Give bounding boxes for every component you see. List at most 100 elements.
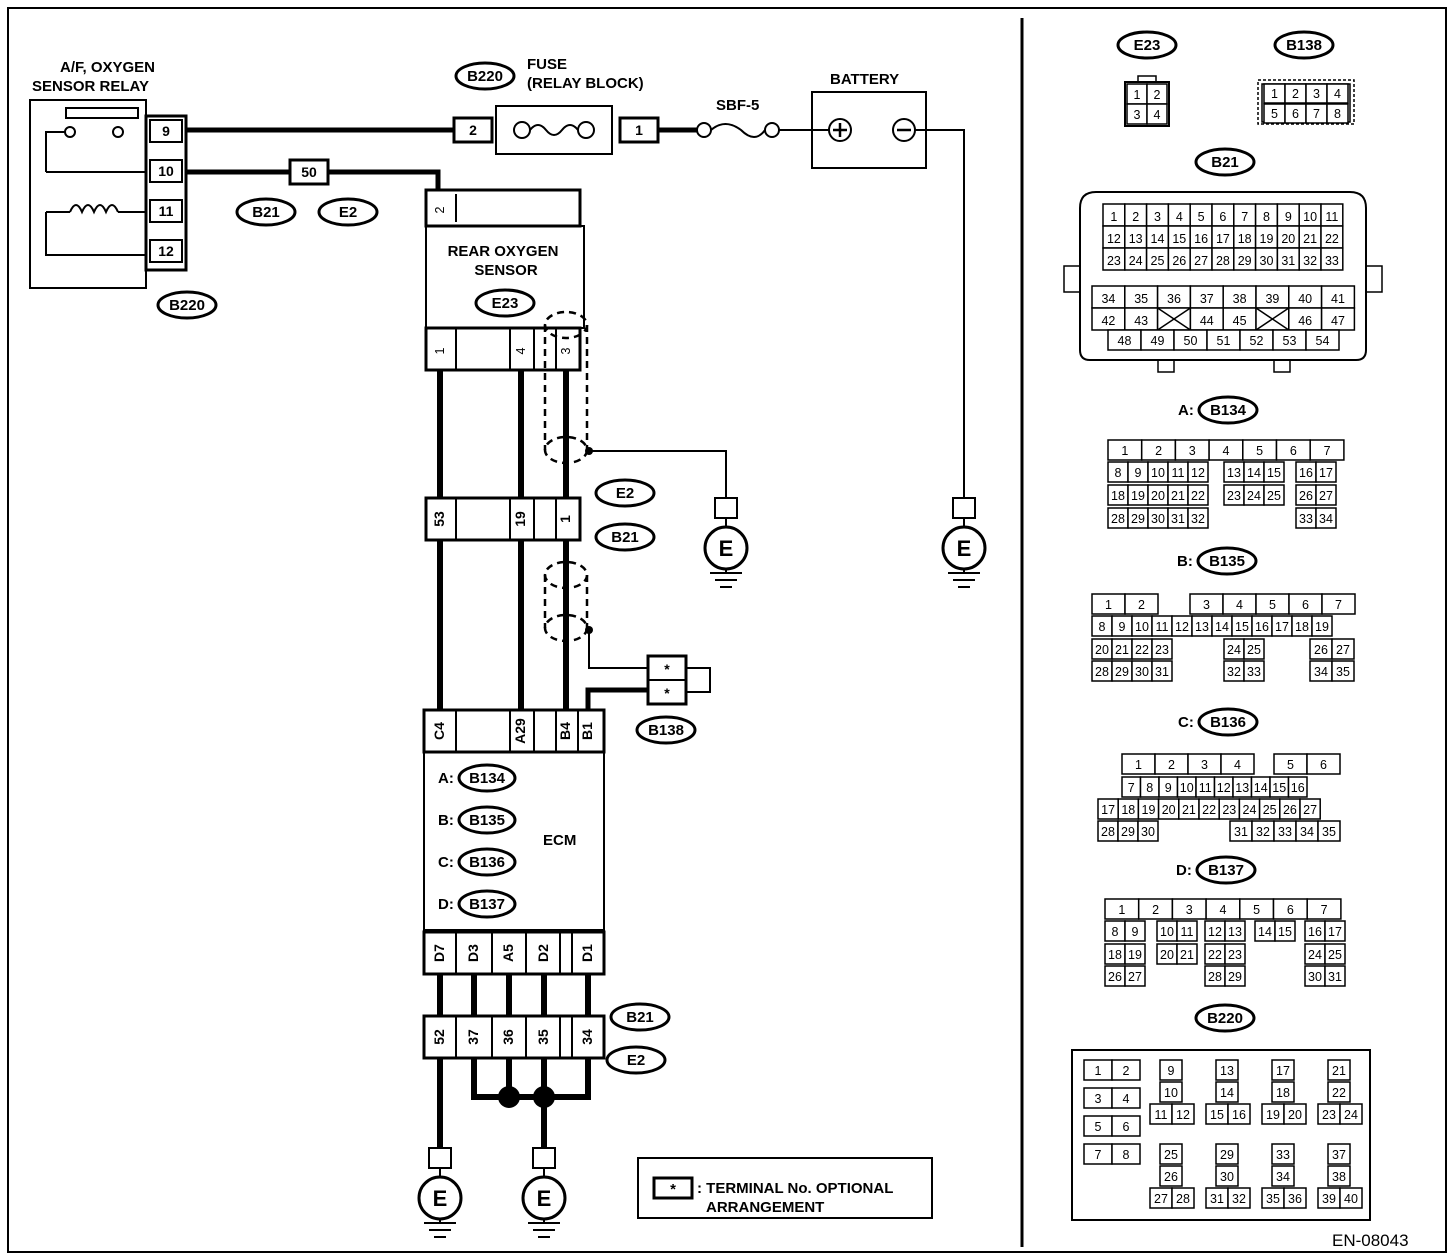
svg-text:15: 15: [1267, 466, 1281, 480]
svg-text:4: 4: [1236, 598, 1243, 612]
joint-mid-b21-oval: [594, 522, 656, 552]
svg-text:54: 54: [1316, 334, 1330, 348]
fuse-title-2: (RELAY BLOCK): [527, 75, 644, 92]
svg-text:2: 2: [1138, 598, 1145, 612]
svg-text:21: 21: [1180, 948, 1194, 962]
svg-text:7: 7: [1321, 903, 1328, 917]
svg-text:26: 26: [1164, 1170, 1178, 1184]
svg-text:26: 26: [1314, 643, 1328, 657]
joint-bottom-b21-label: B21: [626, 1009, 654, 1026]
svg-text:48: 48: [1118, 334, 1132, 348]
relay-terminal-12: [149, 239, 183, 263]
svg-text:12: 12: [1107, 232, 1121, 246]
svg-text:3: 3: [1313, 87, 1320, 101]
svg-text:6: 6: [1292, 107, 1299, 121]
svg-text:28: 28: [1101, 825, 1115, 839]
svg-text:1: 1: [1110, 210, 1117, 224]
svg-text:18: 18: [1108, 948, 1122, 962]
fuse-out-terminal: 1: [635, 122, 643, 138]
svg-text:32: 32: [1256, 825, 1270, 839]
svg-text:10: 10: [1151, 466, 1165, 480]
svg-text:14: 14: [1254, 781, 1268, 795]
svg-text:11: 11: [1325, 210, 1338, 224]
svg-text:40: 40: [1344, 1192, 1358, 1206]
relay-connector-oval: [156, 290, 218, 320]
svg-text:7: 7: [1324, 444, 1331, 458]
svg-text:31: 31: [1281, 254, 1295, 268]
b138-label: B138: [648, 722, 684, 739]
legend-line-1: : TERMINAL No. OPTIONAL: [697, 1180, 893, 1197]
svg-text:16: 16: [1299, 466, 1313, 480]
svg-text:7: 7: [1335, 598, 1342, 612]
svg-text:37: 37: [1332, 1148, 1346, 1162]
svg-text:22: 22: [1202, 803, 1216, 817]
joint-top-e2-oval: [317, 197, 379, 227]
svg-text:5: 5: [1271, 107, 1278, 121]
o2-connector-oval: [474, 288, 536, 318]
ground-52-ground-label: E: [433, 1186, 448, 1211]
svg-text:3: 3: [1095, 1092, 1102, 1106]
relay-terminal-label: 9: [162, 123, 170, 139]
svg-text:29: 29: [1115, 665, 1129, 679]
view-b134-oval: [1197, 395, 1259, 425]
ecm-top-terminal-B1: B1: [579, 722, 595, 740]
svg-text:15: 15: [1210, 1108, 1224, 1122]
e2-shield-ground-label: E: [719, 536, 734, 561]
ecm-bottom-terminal-D3: D3: [465, 944, 481, 962]
svg-text:6: 6: [1219, 210, 1226, 224]
svg-text:23: 23: [1322, 1108, 1336, 1122]
view-b137-oval: [1195, 855, 1257, 885]
svg-text:27: 27: [1319, 489, 1333, 503]
svg-text:22: 22: [1325, 232, 1339, 246]
svg-text:5: 5: [1287, 758, 1294, 772]
svg-text:34: 34: [1101, 292, 1115, 306]
view-b138-oval: [1273, 30, 1335, 60]
svg-text:6: 6: [1320, 758, 1327, 772]
svg-text:4: 4: [1234, 758, 1241, 772]
svg-text:31: 31: [1328, 970, 1342, 984]
svg-text:39: 39: [1265, 292, 1279, 306]
b138-terminal-1: *: [664, 661, 670, 677]
joint-bottom-e2-oval: [605, 1045, 667, 1075]
svg-text:40: 40: [1298, 292, 1312, 306]
svg-text:12: 12: [1175, 620, 1189, 634]
svg-text:14: 14: [1151, 232, 1165, 246]
ecm: ECM: [422, 708, 606, 976]
svg-text:29: 29: [1238, 254, 1252, 268]
svg-text:3: 3: [1154, 210, 1161, 224]
svg-text:22: 22: [1332, 1086, 1346, 1100]
svg-text:18: 18: [1121, 803, 1135, 817]
svg-text:8: 8: [1099, 620, 1106, 634]
svg-text:20: 20: [1095, 643, 1109, 657]
svg-text:22: 22: [1135, 643, 1149, 657]
view-b136-prefix: C:: [1178, 714, 1194, 731]
svg-text:1: 1: [1118, 903, 1125, 917]
svg-text:14: 14: [1215, 620, 1229, 634]
view-b136-oval: [1197, 707, 1259, 737]
svg-text:1: 1: [1135, 758, 1142, 772]
svg-text:24: 24: [1243, 803, 1257, 817]
svg-text:2: 2: [1123, 1064, 1130, 1078]
ecm-bottom-terminal-D7: D7: [431, 944, 447, 962]
joint-top-terminal: 50: [301, 164, 317, 180]
svg-text:21: 21: [1332, 1064, 1346, 1078]
svg-text:34: 34: [1276, 1170, 1290, 1184]
battery-ground-terminal: [952, 497, 976, 519]
svg-text:32: 32: [1303, 254, 1317, 268]
svg-text:4: 4: [1219, 903, 1226, 917]
svg-text:19: 19: [1128, 948, 1142, 962]
view-b134-prefix: A:: [1178, 402, 1194, 419]
svg-text:8: 8: [1334, 107, 1341, 121]
ecm-top-terminal-B4: B4: [557, 722, 573, 740]
svg-text:45: 45: [1233, 314, 1247, 328]
svg-text:43: 43: [1134, 314, 1148, 328]
b138-connector: * *: [646, 654, 711, 706]
view-b135-prefix: B:: [1177, 553, 1193, 570]
svg-text:20: 20: [1288, 1108, 1302, 1122]
svg-text:32: 32: [1191, 512, 1205, 526]
ecm-conn-B135-label: B135: [469, 812, 505, 829]
joint-bottom-terminal-35: 35: [535, 1029, 551, 1045]
o2-title-2: SENSOR: [474, 262, 538, 279]
svg-text:36: 36: [1167, 292, 1181, 306]
svg-text:28: 28: [1208, 970, 1222, 984]
